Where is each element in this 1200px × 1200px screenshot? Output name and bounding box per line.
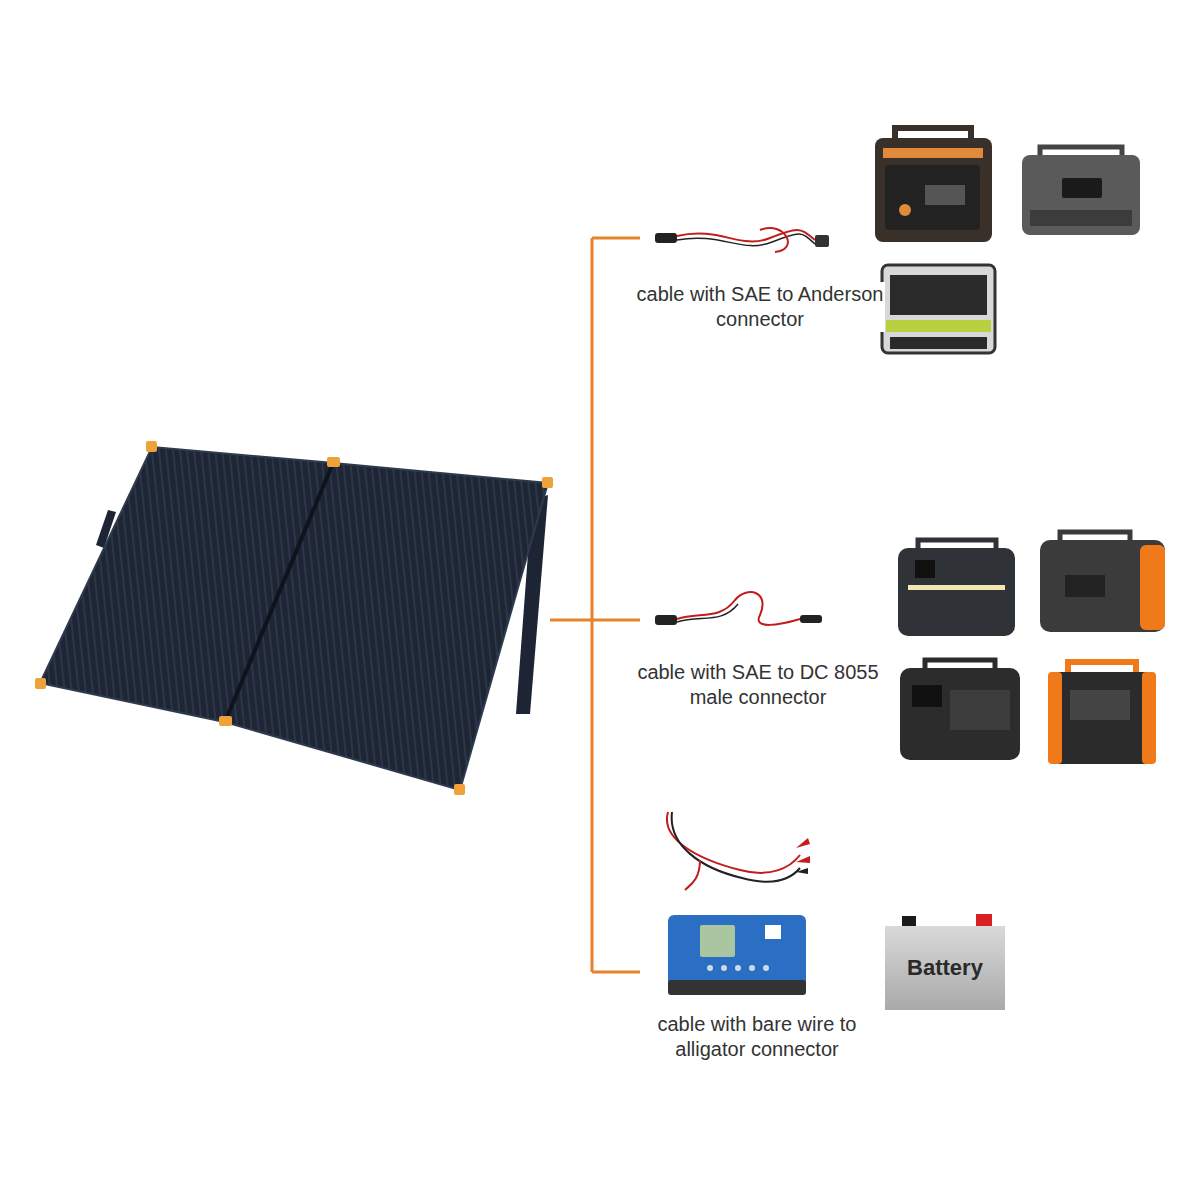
- sae-anderson-cable: [655, 228, 829, 252]
- charge-controller: [668, 915, 806, 995]
- branch-lines: [550, 238, 640, 972]
- battery-terminals: [902, 914, 992, 926]
- panel-hinge: [225, 463, 333, 722]
- battery-label: Battery: [907, 955, 983, 981]
- cable-caption: cable with SAE to DC 8055 male connector: [633, 660, 883, 710]
- power-stations: [898, 532, 1165, 764]
- sae-dc8055-cable: [655, 592, 822, 625]
- power-stations: [875, 128, 1140, 353]
- cable-caption: cable with bare wire to alligator connec…: [632, 1012, 882, 1062]
- alligator-cable: [667, 812, 810, 890]
- cable-caption: cable with SAE to Anderson connector: [635, 282, 885, 332]
- panel-half: [225, 463, 548, 790]
- corner-guards: [35, 441, 553, 795]
- solar-panel: [35, 441, 553, 795]
- battery-box: Battery: [885, 926, 1005, 1010]
